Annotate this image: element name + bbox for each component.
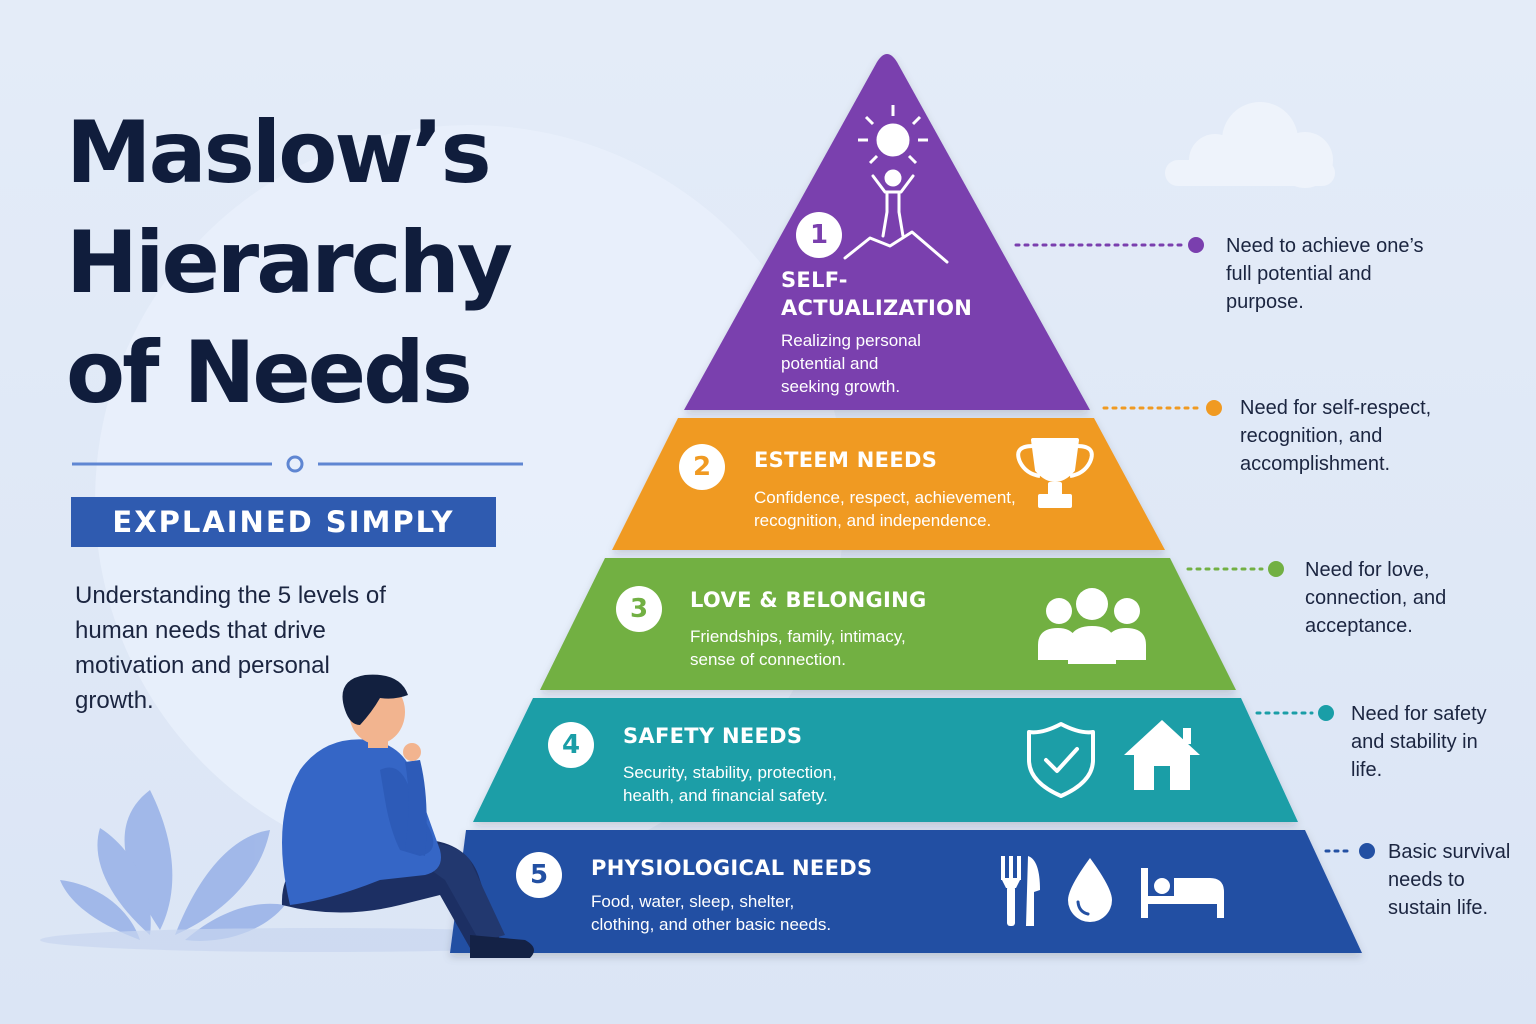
level-5-title-line-2: ACTUALIZATION xyxy=(781,296,973,320)
title-divider xyxy=(72,455,523,473)
level-3-desc-line: Friendships, family, intimacy, xyxy=(690,627,906,646)
level-5-connector xyxy=(1014,237,1204,253)
level-5-description: Realizing personal potential and seeking… xyxy=(781,329,921,398)
level-1-note: Basic survival needs to sustain life. xyxy=(1388,841,1511,919)
subtitle-badge: EXPLAINED SIMPLY xyxy=(71,497,496,547)
level-3-title: LOVE & BELONGING xyxy=(690,588,927,612)
shield-check-icon xyxy=(1027,722,1095,798)
level-5-desc-line: seeking growth. xyxy=(781,377,901,396)
level-2-description: Security, stability, protection, health,… xyxy=(623,761,837,807)
level-5-title-line-1: SELF- xyxy=(781,268,848,292)
fork-knife-icon xyxy=(1001,856,1040,926)
level-1-number: 5 xyxy=(516,852,562,898)
people-group-icon xyxy=(1038,588,1146,664)
level-3-connector xyxy=(1186,561,1284,577)
level-4-number: 2 xyxy=(679,444,725,490)
level-1-band xyxy=(450,830,1362,953)
title-line-1: Maslow’s xyxy=(66,103,492,203)
level-4-title: ESTEEM NEEDS xyxy=(754,448,938,472)
level-5-number: 1 xyxy=(796,212,842,258)
level-2-desc-line: Security, stability, protection, xyxy=(623,763,837,782)
level-4-band xyxy=(612,418,1165,550)
level-2-connector xyxy=(1255,705,1334,721)
level-3-desc-line: sense of connection. xyxy=(690,650,846,669)
level-1-title: PHYSIOLOGICAL NEEDS xyxy=(591,856,873,880)
trophy-icon xyxy=(1016,438,1094,508)
level-5-note: Need to achieve one’s full potential and… xyxy=(1226,235,1424,313)
level-2-title: SAFETY NEEDS xyxy=(623,724,803,748)
level-2-number: 4 xyxy=(548,722,594,768)
person-forearm xyxy=(405,760,427,856)
level-5-title: SELF- ACTUALIZATION xyxy=(781,266,972,322)
title-line-3: of Needs xyxy=(66,323,473,423)
level-5-band xyxy=(684,54,1090,410)
level-3-note: Need for love, connection, and acceptanc… xyxy=(1305,559,1447,637)
person-hair xyxy=(342,674,408,725)
level-2-note: Need for safety and stability in life. xyxy=(1351,703,1487,781)
sun-icon xyxy=(858,105,928,165)
bed-icon xyxy=(1141,868,1224,918)
water-drop-icon xyxy=(1068,858,1112,922)
level-5-desc-line: potential and xyxy=(781,354,879,373)
level-1-description: Food, water, sleep, shelter, clothing, a… xyxy=(591,890,831,936)
level-4-description: Confidence, respect, achievement, recogn… xyxy=(754,486,1016,532)
title-line-2: Hierarchy xyxy=(66,213,513,313)
intro-text: Understanding the 5 levels of human need… xyxy=(75,582,386,714)
person-front-leg xyxy=(400,843,505,942)
cloud-icon xyxy=(1165,102,1335,188)
page-title: Maslow’s Hierarchy of Needs xyxy=(66,98,626,428)
level-3-description: Friendships, family, intimacy, sense of … xyxy=(690,625,906,671)
level-1-desc-line: Food, water, sleep, shelter, xyxy=(591,892,795,911)
level-4-desc-line: Confidence, respect, achievement, xyxy=(754,488,1016,507)
house-icon xyxy=(1124,720,1200,790)
level-2-band xyxy=(473,698,1298,822)
person-shoe xyxy=(470,935,534,958)
level-4-connector xyxy=(1102,400,1222,416)
level-2-desc-line: health, and financial safety. xyxy=(623,786,828,805)
level-5-desc-line: Realizing personal xyxy=(781,331,921,350)
level-3-number: 3 xyxy=(616,586,662,632)
level-4-note: Need for self-respect, recognition, and … xyxy=(1240,397,1432,475)
level-4-desc-line: recognition, and independence. xyxy=(754,511,992,530)
person-on-mountain-icon xyxy=(843,169,949,264)
person-hand xyxy=(403,743,421,761)
level-1-desc-line: clothing, and other basic needs. xyxy=(591,915,832,934)
level-1-connector xyxy=(1324,843,1375,859)
